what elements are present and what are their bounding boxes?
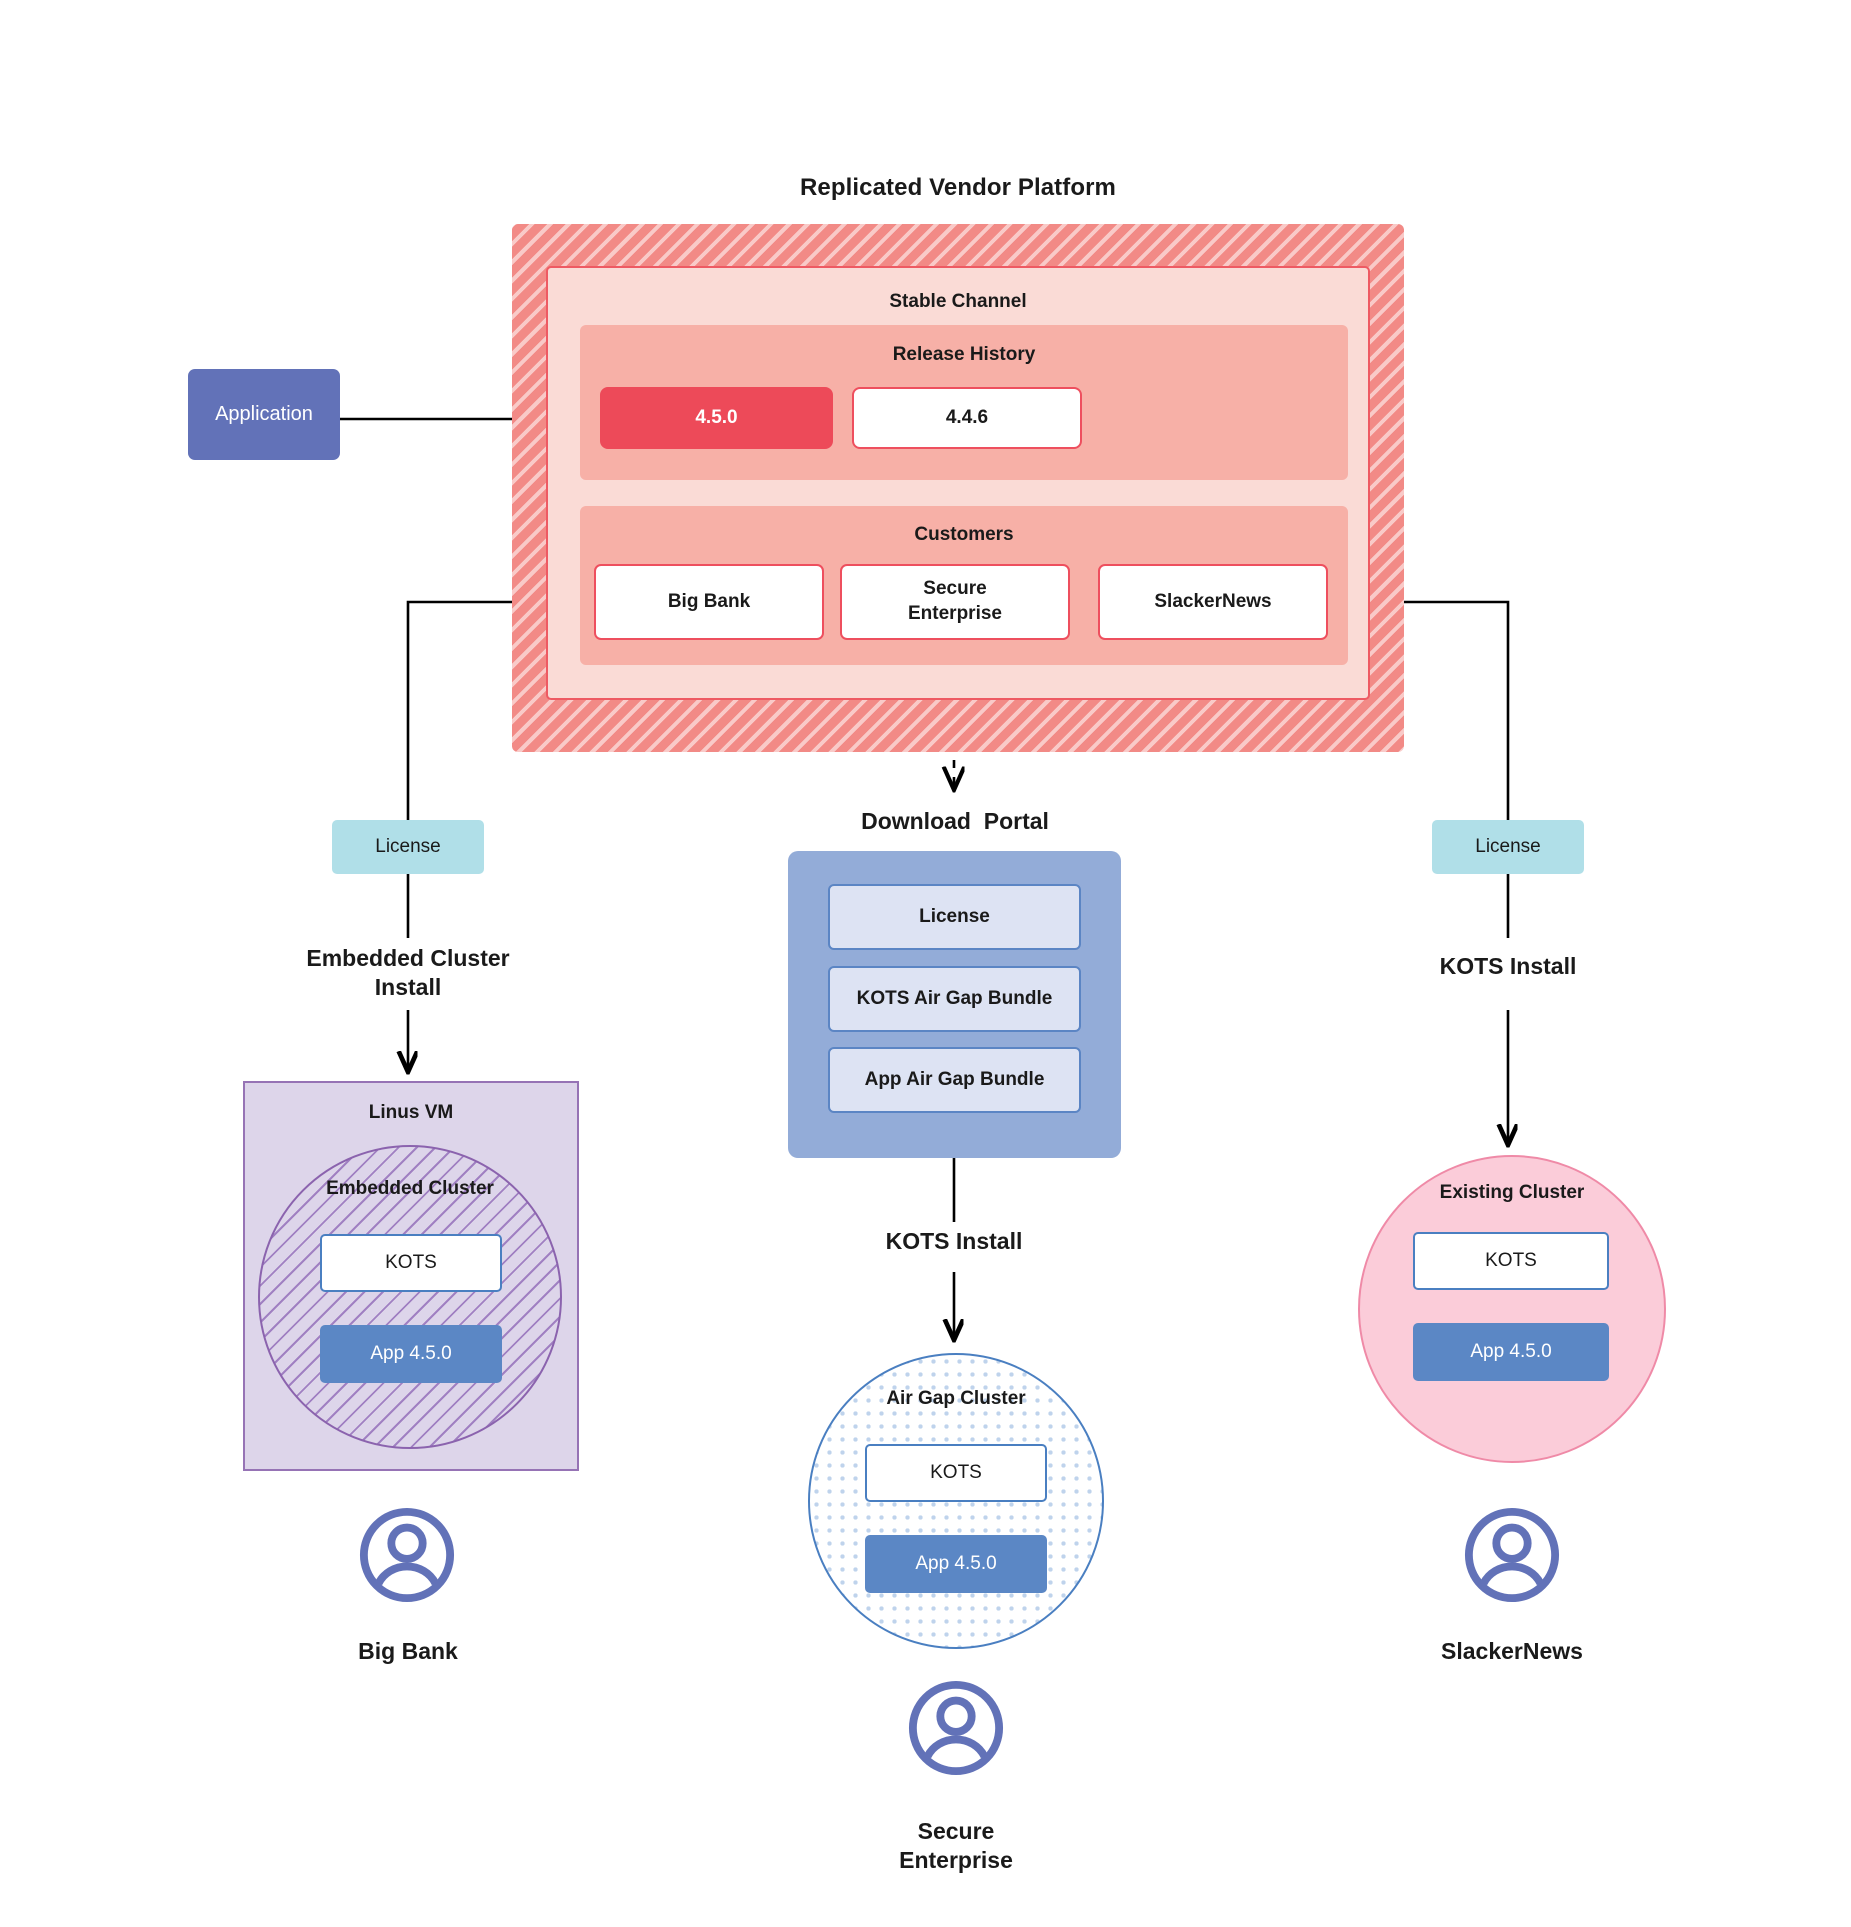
release-card-current[interactable]: 4.5.0 — [600, 387, 833, 449]
application-node[interactable]: Application — [188, 369, 340, 460]
persona-slackernews — [1463, 1506, 1561, 1609]
download-portal-title: Download Portal — [861, 808, 1049, 835]
portal-item-license[interactable]: License — [828, 884, 1081, 950]
customer-card-slackernews[interactable]: SlackerNews — [1098, 564, 1328, 640]
kots-install-label-middle: KOTS Install — [885, 1228, 1023, 1255]
persona-label-secure-enterprise: Secure Enterprise — [899, 1817, 1013, 1873]
customers-label: Customers — [914, 524, 1014, 545]
kots-node-embedded[interactable]: KOTS — [320, 1234, 502, 1292]
kots-node-airgap[interactable]: KOTS — [865, 1444, 1047, 1502]
app-node-airgap[interactable]: App 4.5.0 — [865, 1535, 1047, 1593]
release-history-label: Release History — [892, 344, 1036, 365]
persona-label-slackernews: SlackerNews — [1441, 1638, 1583, 1665]
portal-item-kots-air-gap-bundle[interactable]: KOTS Air Gap Bundle — [828, 966, 1081, 1032]
app-node-existing[interactable]: App 4.5.0 — [1413, 1323, 1609, 1381]
kots-node-existing[interactable]: KOTS — [1413, 1232, 1609, 1290]
download-portal-container: License KOTS Air Gap Bundle App Air Gap … — [788, 851, 1121, 1158]
customer-card-big-bank[interactable]: Big Bank — [594, 564, 824, 640]
embedded-cluster-install-label: Embedded Cluster Install — [306, 944, 510, 1000]
embedded-cluster-label: Embedded Cluster — [326, 1178, 494, 1200]
user-avatar-icon — [359, 1507, 455, 1603]
embedded-cluster-circle — [258, 1145, 562, 1449]
page-title: Replicated Vendor Platform — [799, 174, 1116, 201]
license-chip-left[interactable]: License — [332, 820, 484, 874]
app-node-embedded[interactable]: App 4.5.0 — [320, 1325, 502, 1383]
air-gap-cluster-label: Air Gap Cluster — [886, 1388, 1026, 1410]
linux-vm-label: Linus VM — [368, 1102, 454, 1124]
portal-item-app-air-gap-bundle[interactable]: App Air Gap Bundle — [828, 1047, 1081, 1113]
release-card-previous[interactable]: 4.4.6 — [852, 387, 1082, 449]
persona-label-big-bank: Big Bank — [358, 1638, 458, 1665]
persona-secure-enterprise — [907, 1679, 1005, 1782]
persona-big-bank — [358, 1506, 456, 1609]
stable-channel-label: Stable Channel — [889, 291, 1027, 312]
customer-card-secure-enterprise[interactable]: Secure Enterprise — [840, 564, 1070, 640]
user-avatar-icon — [908, 1680, 1004, 1776]
license-chip-right[interactable]: License — [1432, 820, 1584, 874]
existing-cluster-label: Existing Cluster — [1439, 1182, 1585, 1204]
kots-install-label-right: KOTS Install — [1439, 953, 1577, 980]
user-avatar-icon — [1464, 1507, 1560, 1603]
existing-cluster-circle — [1358, 1155, 1666, 1463]
